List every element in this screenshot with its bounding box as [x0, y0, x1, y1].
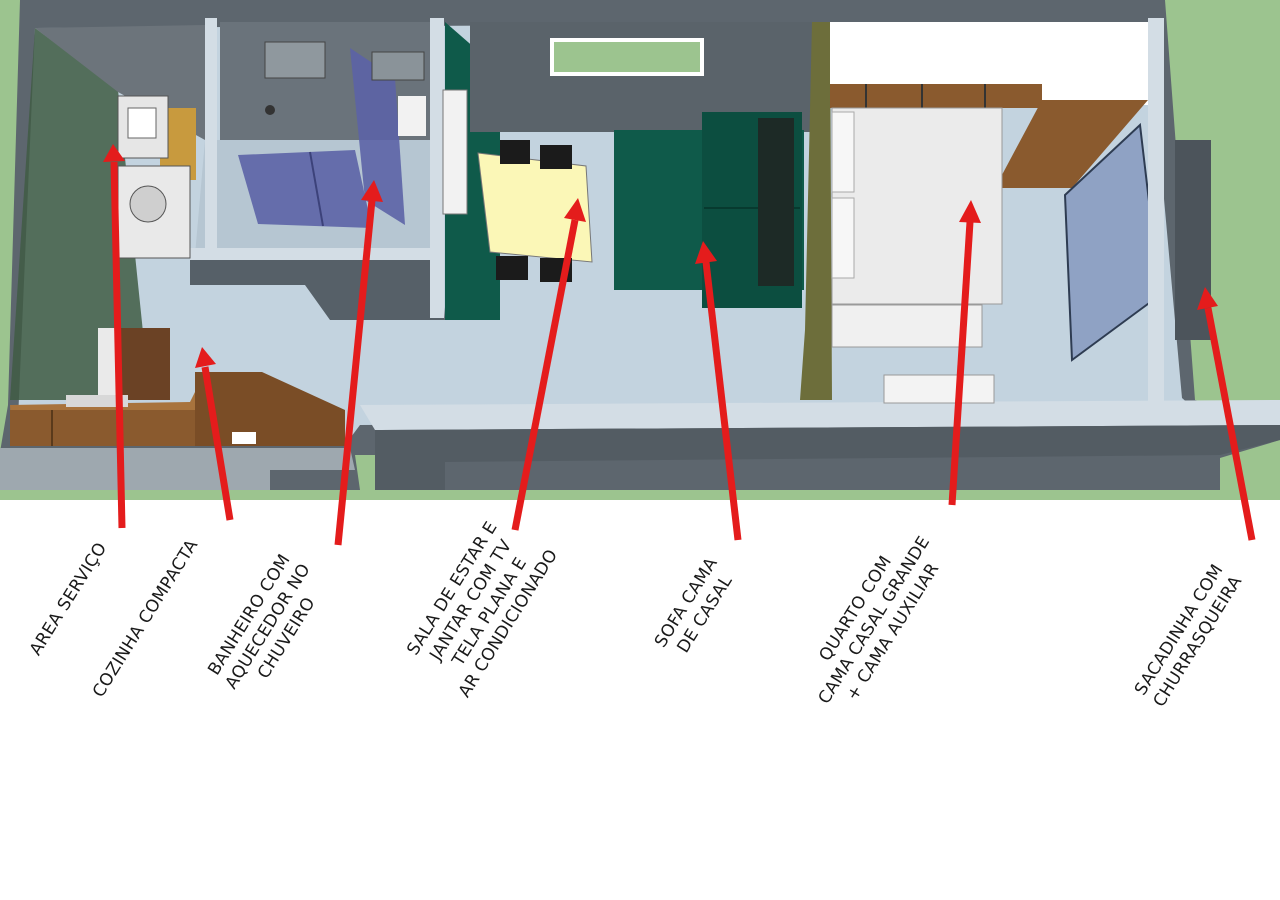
wardrobe-drawers — [830, 84, 1042, 108]
arrow-area-servico — [110, 161, 126, 529]
arrow-banheiro — [334, 199, 376, 546]
shower-frame — [309, 151, 324, 227]
arrow-quarto — [948, 221, 974, 506]
bathroom-front-wall — [190, 255, 445, 320]
bathroom-wall-cap — [205, 18, 217, 258]
auxiliary-bed — [831, 304, 983, 348]
kitchen-island — [195, 372, 345, 446]
shower-head — [265, 105, 275, 115]
living-window — [550, 38, 704, 76]
kitchen-appliance — [232, 432, 256, 444]
wardrobe-side — [1042, 30, 1148, 105]
arrow-head-sofa — [695, 241, 717, 264]
front-wall-face — [375, 425, 1280, 490]
arrow-head-sacadinha — [1197, 287, 1218, 310]
arrow-sala — [511, 219, 579, 531]
bathroom-bottom-wall-cap — [190, 248, 440, 260]
double-bed — [831, 107, 1003, 305]
bathroom-right-wall-cap — [430, 18, 444, 318]
shower-glass-panel-1 — [238, 150, 372, 228]
arrow-head-cozinha — [195, 347, 216, 368]
shower-glass-panel-2 — [350, 48, 405, 225]
arrow-sacadinha — [1204, 307, 1256, 541]
arrow-head-area-servico — [103, 144, 125, 162]
dining-chair-1 — [500, 140, 530, 164]
callout-arrows — [103, 144, 1256, 546]
dining-chair-3 — [496, 256, 528, 280]
pillow-2 — [831, 197, 855, 279]
arrow-sofa — [702, 261, 742, 541]
bedroom-stool — [883, 374, 995, 404]
kitchen-stove — [66, 395, 128, 407]
bathroom-vent — [264, 41, 326, 79]
dining-chair-2 — [540, 145, 572, 169]
laundry-tank-bowl — [127, 107, 157, 139]
washing-machine-drum — [129, 185, 167, 223]
sofa-armrest — [758, 118, 794, 286]
front-wall — [360, 400, 1280, 430]
arrow-head-sala — [564, 198, 586, 222]
bathroom-mirror — [371, 51, 425, 81]
arrow-cozinha — [201, 366, 234, 521]
bathroom-sink — [398, 96, 426, 136]
wardrobe-side-wood — [995, 100, 1148, 188]
bedroom-wall-cap — [1148, 18, 1164, 403]
kitchen-front-wall — [0, 448, 355, 490]
arrow-head-banheiro — [361, 180, 383, 202]
air-conditioner — [442, 89, 468, 215]
kitchen-fridge-door — [98, 328, 118, 400]
bedroom-partition — [800, 22, 832, 400]
pillow-1 — [831, 111, 855, 193]
arrow-head-quarto — [959, 200, 981, 223]
kitchen-cabinets — [10, 410, 195, 446]
